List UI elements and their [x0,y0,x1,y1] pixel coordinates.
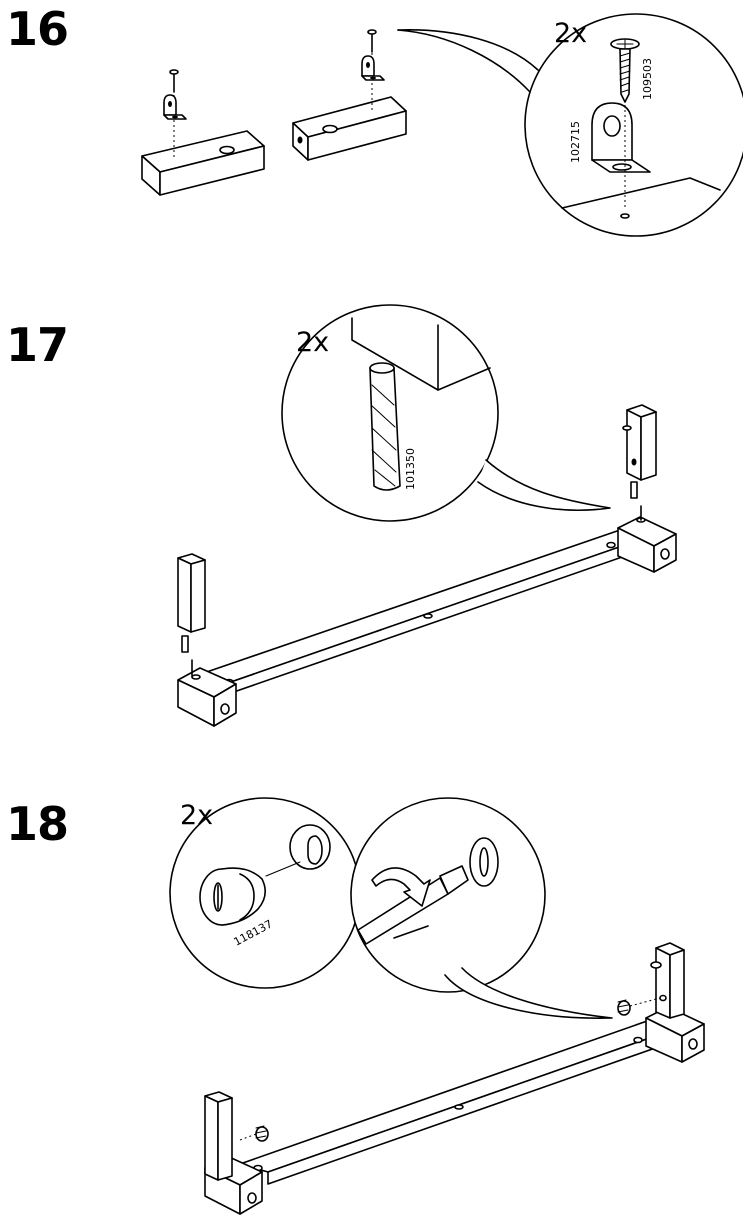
post-left [204,1091,233,1181]
cam-lock-left [239,1125,269,1142]
bracket-screw-right [361,29,385,110]
step-number: 17 [6,318,69,372]
post-right [622,404,657,499]
step-17-illustration [177,304,677,727]
quantity-label: 2x [554,18,588,49]
step-number: 16 [6,2,69,56]
foot-right [617,505,677,573]
step-number: 18 [6,797,69,851]
detail-callout-screwdriver [350,797,613,1019]
bracket-screw-left [163,69,187,157]
foot-left [177,659,237,727]
detail-callout-17 [281,304,611,522]
wood-block-right [292,96,407,161]
step-16-illustration [141,13,743,237]
wood-block-left [141,130,265,196]
quantity-label: 2x [296,327,330,358]
bottom-rail [239,1019,679,1185]
quantity-label: 2x [180,800,214,831]
cam-lock-right [617,997,661,1016]
detail-callout-16 [397,13,743,237]
post-left [177,553,206,653]
detail-callout-cam-lock [169,797,361,989]
post-right [650,942,685,1019]
